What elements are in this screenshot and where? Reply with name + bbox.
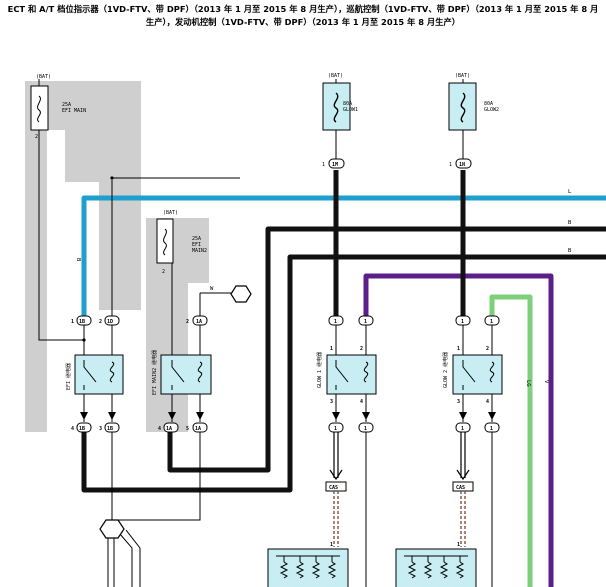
svg-text:4: 4 <box>71 426 74 432</box>
svg-text:B: B <box>568 220 572 226</box>
svg-text:2: 2 <box>186 319 189 325</box>
relay-glow2: 1 1 1 2 GLOW 2 继电器 3 4 1 1 <box>442 315 503 433</box>
svg-text:B: B <box>75 258 81 262</box>
svg-text:80A: 80A <box>484 101 493 107</box>
svg-text:1: 1 <box>364 319 367 325</box>
svg-text:3: 3 <box>457 399 460 405</box>
svg-text:1: 1 <box>461 319 464 325</box>
svg-text:EFI 继电器: EFI 继电器 <box>65 363 72 390</box>
svg-text:1: 1 <box>330 346 333 352</box>
svg-text:2: 2 <box>35 134 38 140</box>
svg-text:5: 5 <box>186 426 189 432</box>
svg-text:GLOW1: GLOW1 <box>343 107 358 113</box>
relay-efi-main2: 2 1A EFI MAIN2 继电器 4 1A 5 1A <box>151 315 212 433</box>
svg-text:1N: 1N <box>459 162 465 168</box>
svg-text:1: 1 <box>334 319 337 325</box>
cas-harness: CAS CAS 1 1 <box>325 432 474 548</box>
svg-text:1B: 1B <box>79 319 85 325</box>
svg-text:3: 3 <box>99 426 102 432</box>
svg-text:MAIN2: MAIN2 <box>192 248 207 254</box>
wire-l-blue <box>81 195 606 318</box>
thin-wires <box>38 130 493 587</box>
fuse-efi-main2: (BAT) 25A EFI MAIN2 2 <box>156 210 207 275</box>
svg-text:1A: 1A <box>196 319 202 325</box>
svg-text:EFI MAIN: EFI MAIN <box>62 108 86 114</box>
svg-text:EFI MAIN2 继电器: EFI MAIN2 继电器 <box>151 350 158 395</box>
svg-text:GLOW2: GLOW2 <box>484 107 499 113</box>
fuse-glow2: (BAT) 80A GLOW2 1 1N <box>448 73 499 169</box>
svg-text:1: 1 <box>364 426 367 432</box>
svg-text:1: 1 <box>490 319 493 325</box>
svg-text:L: L <box>568 189 572 195</box>
glow-plug-bank-2 <box>395 548 477 587</box>
svg-text:1D: 1D <box>107 319 113 325</box>
svg-text:1A: 1A <box>195 426 201 432</box>
diagram-title: ECT 和 A/T 档位指示器（1VD-FTV、带 DPF）（2013 年 1 … <box>7 4 599 27</box>
svg-text:W: W <box>210 286 214 292</box>
svg-text:25A: 25A <box>62 102 71 108</box>
svg-text:1A: 1A <box>166 426 172 432</box>
svg-text:1: 1 <box>322 162 325 168</box>
svg-text:1: 1 <box>334 426 337 432</box>
svg-text:(BAT): (BAT) <box>36 74 51 80</box>
svg-text:1: 1 <box>449 162 452 168</box>
svg-text:1: 1 <box>490 426 493 432</box>
svg-text:4: 4 <box>360 399 363 405</box>
svg-text:(BAT): (BAT) <box>163 210 178 216</box>
svg-text:2: 2 <box>360 346 363 352</box>
junction-nodes <box>82 176 252 539</box>
svg-text:EFI: EFI <box>192 242 201 248</box>
svg-text:1: 1 <box>461 426 464 432</box>
wire-b-lower <box>81 254 606 493</box>
svg-text:GLOW 2 继电器: GLOW 2 继电器 <box>442 352 449 388</box>
glow-plug-bank-1 <box>267 548 349 587</box>
svg-text:4: 4 <box>158 426 161 432</box>
svg-text:1M: 1M <box>332 162 338 168</box>
fuse-glow1: (BAT) 80A GLOW1 1 1M <box>322 73 358 169</box>
svg-text:(BAT): (BAT) <box>328 73 343 79</box>
relay-efi-main: 1 1B 2 1D EFI 继电器 4 1B 3 1B <box>65 315 124 433</box>
wire-lg-green <box>489 294 533 587</box>
svg-text:CAS: CAS <box>456 485 465 491</box>
relay-glow1: 1 1 1 2 GLOW 1 继电器 3 4 1 1 <box>316 315 377 433</box>
svg-text:1: 1 <box>330 542 333 548</box>
svg-text:V: V <box>543 380 549 384</box>
svg-text:1: 1 <box>457 542 460 548</box>
svg-text:LG: LG <box>525 380 531 387</box>
svg-text:3: 3 <box>330 399 333 405</box>
svg-text:2: 2 <box>99 319 102 325</box>
svg-text:GLOW 1 继电器: GLOW 1 继电器 <box>316 352 323 388</box>
wire-b-relay2 <box>167 432 198 473</box>
svg-text:CAS: CAS <box>329 485 338 491</box>
svg-text:B: B <box>568 248 572 254</box>
wire-v-purple <box>363 273 554 587</box>
svg-text:2: 2 <box>486 346 489 352</box>
svg-text:80A: 80A <box>343 101 352 107</box>
svg-text:1B: 1B <box>79 426 85 432</box>
svg-text:2: 2 <box>162 269 165 275</box>
svg-text:1B: 1B <box>107 426 113 432</box>
svg-text:(BAT): (BAT) <box>455 73 470 79</box>
fuse-efi-main: (BAT) 25A EFI MAIN 2 <box>30 74 86 140</box>
main-wires <box>81 170 606 587</box>
wire-color-labels: L B B W LG V B <box>75 189 572 387</box>
svg-text:25A: 25A <box>192 236 201 242</box>
wire-b-upper <box>198 226 606 473</box>
svg-text:1: 1 <box>71 319 74 325</box>
svg-text:4: 4 <box>486 399 489 405</box>
svg-text:1: 1 <box>457 346 460 352</box>
